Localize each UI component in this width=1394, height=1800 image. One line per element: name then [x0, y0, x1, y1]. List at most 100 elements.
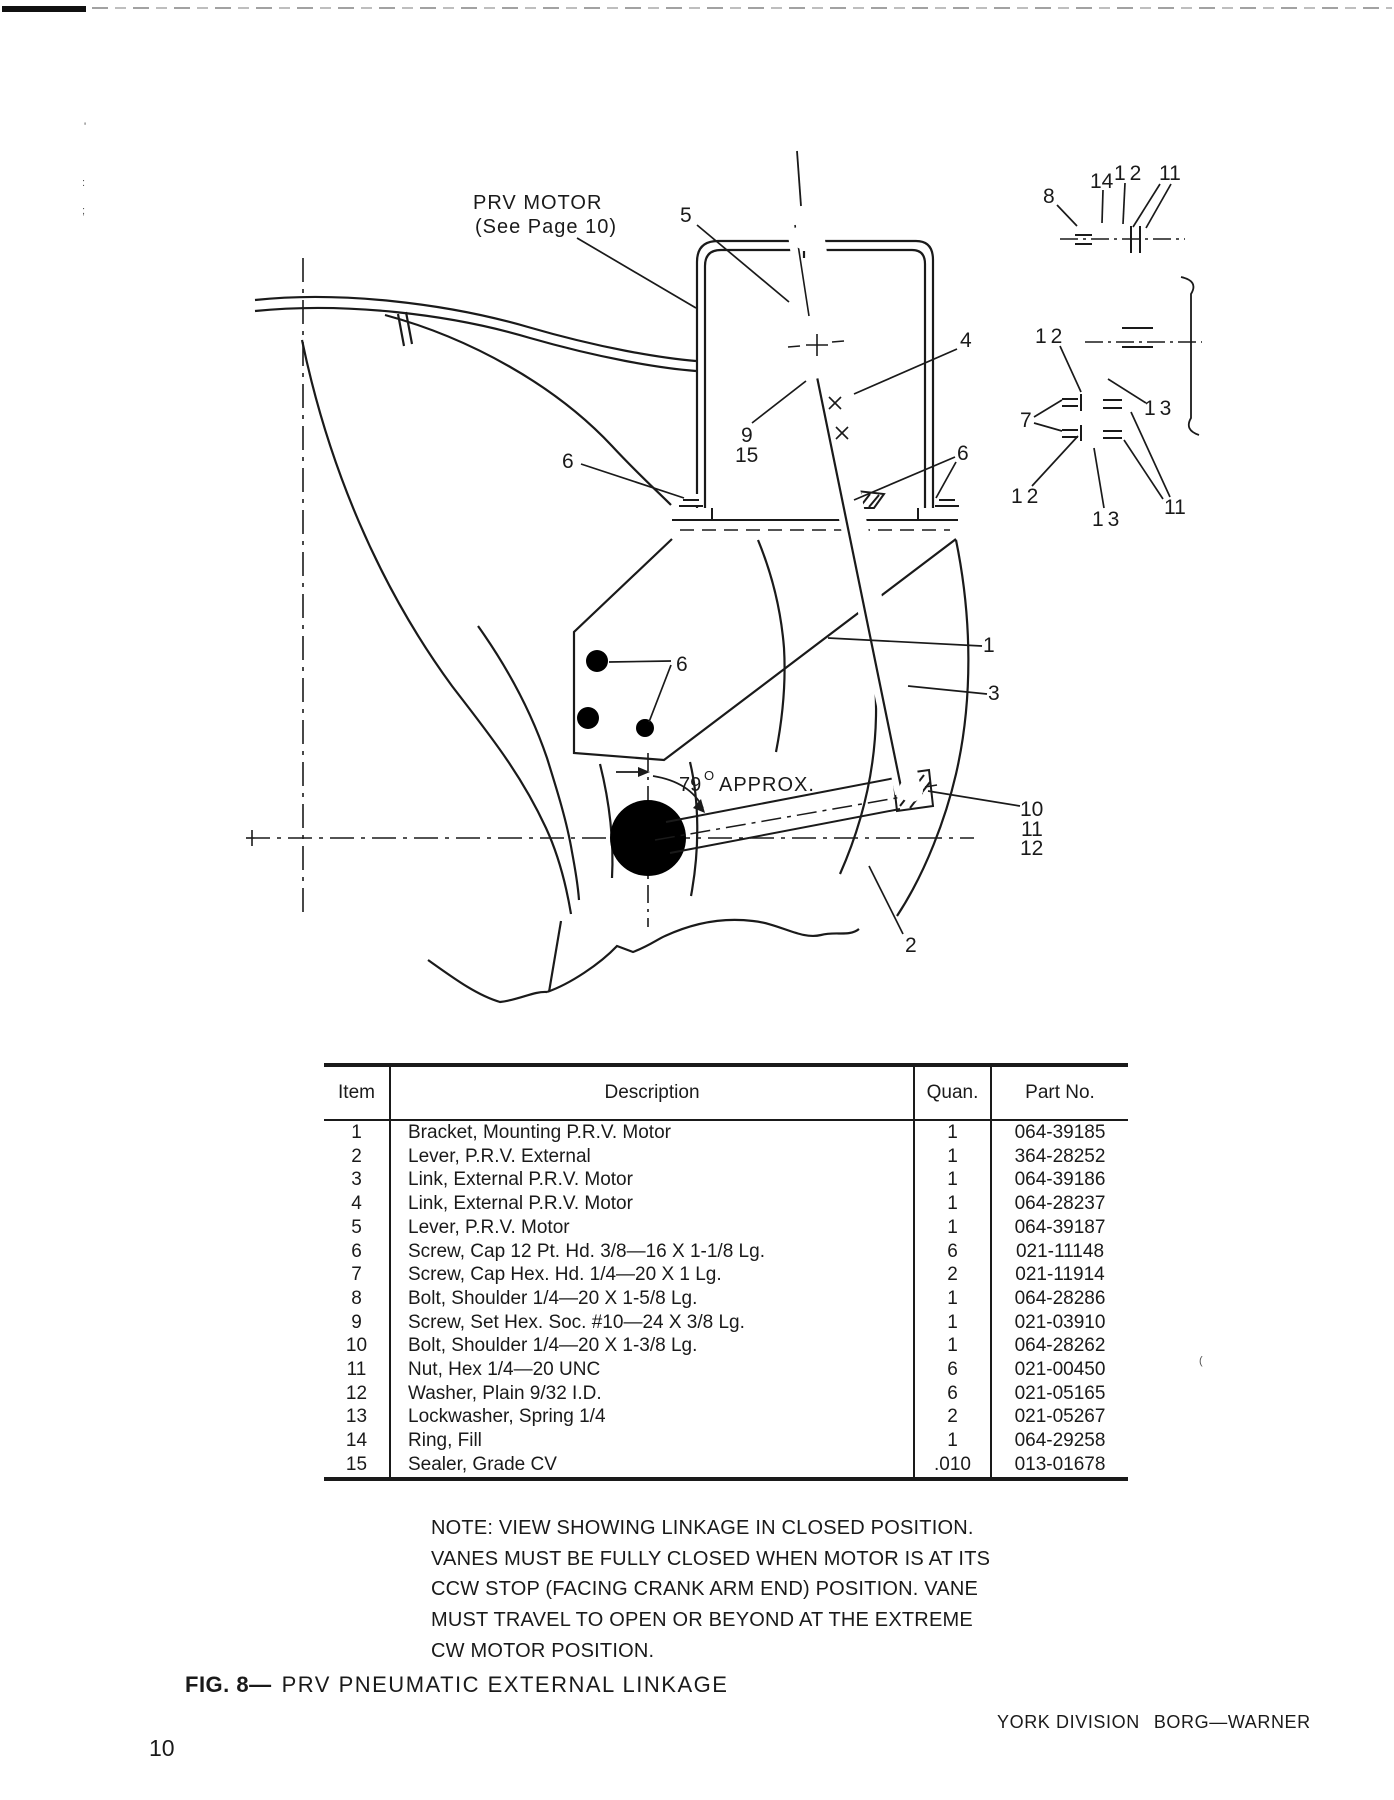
table-cell: 021-11148	[990, 1239, 1128, 1264]
callout-10: 10	[1020, 798, 1043, 821]
table-cell: 6	[913, 1239, 991, 1264]
table-cell: 1	[913, 1192, 991, 1216]
prv-motor-sublabel: (See Page 10)	[475, 216, 617, 238]
table-header-row: Item Description Quan. Part No.	[324, 1063, 1128, 1121]
callout-7: 7	[1020, 409, 1032, 432]
table-cell: Bracket, Mounting P.R.V. Motor	[389, 1120, 914, 1145]
table-cell: 2	[913, 1405, 991, 1430]
margin-speck: :	[82, 177, 86, 189]
note-block: NOTE: VIEW SHOWING LINKAGE IN CLOSED POS…	[431, 1513, 990, 1667]
callout-4: 4	[960, 329, 972, 352]
table-cell: 6	[913, 1358, 991, 1382]
scan-artifact-bar	[2, 6, 86, 12]
margin-speck: ;	[82, 205, 86, 217]
note-line: NOTE: VIEW SHOWING LINKAGE IN CLOSED POS…	[431, 1517, 974, 1539]
callout-12-top: 12	[1114, 162, 1145, 185]
table-cell: Lockwasher, Spring 1/4	[389, 1405, 914, 1430]
note-line: MUST TRAVEL TO OPEN OR BEYOND AT THE EXT…	[431, 1609, 973, 1632]
centerlines	[246, 258, 974, 927]
figure-caption-prefix: FIG. 8—	[185, 1672, 272, 1697]
table-cell: 15	[324, 1452, 390, 1481]
callout-8: 8	[1043, 185, 1055, 208]
table-cell: Washer, Plain 9/32 I.D.	[389, 1381, 914, 1406]
callout-9: 9	[741, 424, 753, 447]
table-cell: 1	[913, 1120, 991, 1145]
table-cell: Nut, Hex 1/4—20 UNC	[389, 1358, 914, 1382]
callout-2: 2	[905, 934, 917, 957]
table-cell: 14	[345, 1430, 368, 1452]
callout-12-bottom: 12	[1011, 485, 1042, 508]
callout-15: 15	[735, 444, 758, 467]
table-cell: 064-39187	[990, 1215, 1128, 1240]
table-cell: 2	[913, 1263, 991, 1287]
table-cell: Link, External P.R.V. Motor	[389, 1168, 914, 1193]
column-header-part-no: Part No.	[990, 1063, 1128, 1121]
table-cell: Link, External P.R.V. Motor	[389, 1192, 914, 1216]
figure-caption: FIG. 8—PRV PNEUMATIC EXTERNAL LINKAGE	[185, 1672, 728, 1698]
diagram-labels: PRV MOTOR (See Page 10) 5 4 9 15 6 6 6 8…	[473, 162, 1186, 957]
callout-13-mid: 13	[1144, 397, 1175, 420]
table-cell: Sealer, Grade CV	[389, 1452, 914, 1481]
table-cell: Screw, Set Hex. Soc. #10—24 X 3/8 Lg.	[389, 1310, 914, 1335]
table-cell: 10	[345, 1335, 368, 1357]
table-cell: 021-00450	[990, 1358, 1128, 1382]
table-cell: 1	[351, 1122, 362, 1143]
table-cell: 021-05165	[990, 1381, 1128, 1406]
callout-12-mid: 12	[1035, 325, 1066, 348]
table-cell: 064-28286	[990, 1286, 1128, 1311]
column-header-quan: Quan.	[913, 1063, 991, 1121]
angle-suffix: APPROX.	[719, 774, 815, 796]
callout-11-bottom: 11	[1164, 496, 1186, 519]
table-cell: 4	[351, 1193, 362, 1215]
prv-motor-label: PRV MOTOR	[473, 192, 602, 214]
motor-lever	[786, 150, 845, 357]
leader-lines	[576, 182, 1172, 935]
table-cell: Bolt, Shoulder 1/4—20 X 1-5/8 Lg.	[389, 1286, 914, 1311]
column-header-item: Item	[324, 1063, 390, 1121]
table-cell: .010	[913, 1452, 991, 1481]
table-cell: 2	[351, 1145, 362, 1167]
angle-dimension	[616, 767, 705, 813]
note-line: VANES MUST BE FULLY CLOSED WHEN MOTOR IS…	[431, 1547, 991, 1570]
callout-6-right: 6	[957, 442, 969, 465]
margin-speck: (	[1199, 1355, 1203, 1367]
footer-brand: BORG—WARNER	[1153, 1712, 1311, 1732]
fastener-detail-view	[1060, 223, 1202, 497]
scan-artifact-line	[92, 7, 1392, 9]
page-number: 10	[149, 1735, 175, 1761]
angle-degree: O	[704, 768, 714, 783]
table-cell: 3	[351, 1169, 362, 1191]
table-cell: 364-28252	[990, 1144, 1128, 1169]
callout-6-plate: 6	[676, 653, 688, 676]
table-cell: 1	[913, 1168, 991, 1193]
table-cell: 064-39186	[990, 1168, 1128, 1193]
table-cell: Screw, Cap Hex. Hd. 1/4—20 X 1 Lg.	[389, 1263, 914, 1287]
footer-company: YORK DIVISION BORG—WARNER	[997, 1712, 1311, 1733]
table-cell: Screw, Cap 12 Pt. Hd. 3/8—16 X 1-1/8 Lg.	[389, 1239, 914, 1264]
table-cell: 1	[913, 1215, 991, 1240]
table-cell: 1	[913, 1429, 991, 1453]
table-cell: 021-03910	[990, 1310, 1128, 1335]
callout-1: 1	[983, 634, 995, 657]
table-cell: 6	[913, 1381, 991, 1406]
table-cell: 13	[345, 1406, 368, 1428]
callout-6-left: 6	[562, 450, 574, 473]
table-cell: 6	[351, 1240, 362, 1262]
footer-division: YORK DIVISION	[997, 1712, 1140, 1732]
callout-3: 3	[988, 682, 1000, 705]
column-header-description: Description	[389, 1063, 914, 1121]
set-screws	[826, 394, 851, 442]
angle-value: 79	[679, 774, 701, 796]
